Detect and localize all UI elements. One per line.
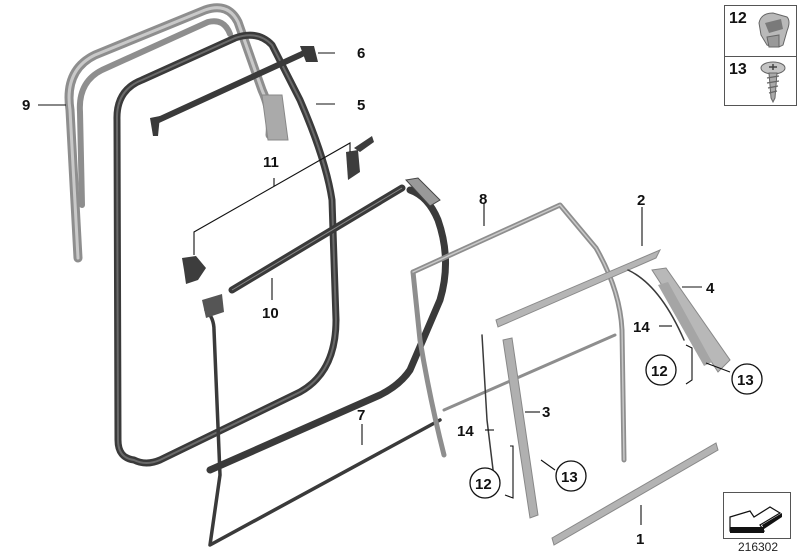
part-1-sill-strip[interactable] (551, 442, 719, 546)
part-2-top-trim[interactable] (495, 249, 662, 328)
clip-icon (758, 12, 790, 48)
legend-number: 13 (729, 61, 747, 78)
callout-11: 11 (263, 154, 279, 171)
callout-13b: 13 (555, 460, 587, 492)
callout-1: 1 (636, 531, 644, 548)
part-3-b-pillar-trim[interactable] (502, 337, 539, 519)
leader-lines (38, 52, 731, 525)
callout-10: 10 (262, 305, 279, 322)
callout-14b: 14 (457, 423, 474, 440)
callout-12b: 12 (469, 467, 501, 499)
svg-text:13: 13 (561, 469, 578, 486)
callout-14a: 14 (633, 319, 650, 336)
diagram-id: 216302 (737, 540, 779, 554)
callout-13a: 13 (731, 363, 763, 395)
callout-4: 4 (706, 280, 715, 297)
part-11-seal-end-pieces[interactable] (182, 136, 374, 284)
callout-3: 3 (542, 404, 550, 421)
part-8-window-frame-seal[interactable] (410, 202, 627, 463)
legend-number: 12 (729, 10, 747, 27)
callout-8: 8 (479, 191, 487, 208)
back-navigation-button[interactable] (723, 492, 791, 539)
part-6-upper-channel-seal[interactable] (150, 46, 318, 136)
screw-icon (760, 61, 786, 103)
svg-text:12: 12 (651, 363, 668, 380)
callout-7: 7 (357, 407, 365, 424)
callout-12a: 12 (645, 354, 677, 386)
svg-text:13: 13 (737, 372, 754, 389)
legend-row-screw[interactable]: 13 (725, 56, 796, 106)
back-arrow-icon (729, 506, 782, 533)
part-9-door-frame-trim[interactable] (64, 3, 289, 263)
part-5-door-seal[interactable] (113, 31, 340, 467)
part-7-door-opening-seal[interactable] (202, 177, 449, 547)
callout-9: 9 (22, 97, 30, 114)
part-4-c-pillar-trim[interactable] (651, 267, 731, 373)
callout-2: 2 (637, 192, 645, 209)
legend-row-clip[interactable]: 12 (725, 6, 796, 55)
fastener-legend: 12 13 (724, 5, 797, 106)
part-10-window-shaft-seal[interactable] (228, 184, 406, 294)
callout-6: 6 (357, 45, 365, 62)
svg-text:12: 12 (475, 476, 492, 493)
callout-5: 5 (357, 97, 365, 114)
part-14-adhesive-strips[interactable] (481, 269, 685, 487)
